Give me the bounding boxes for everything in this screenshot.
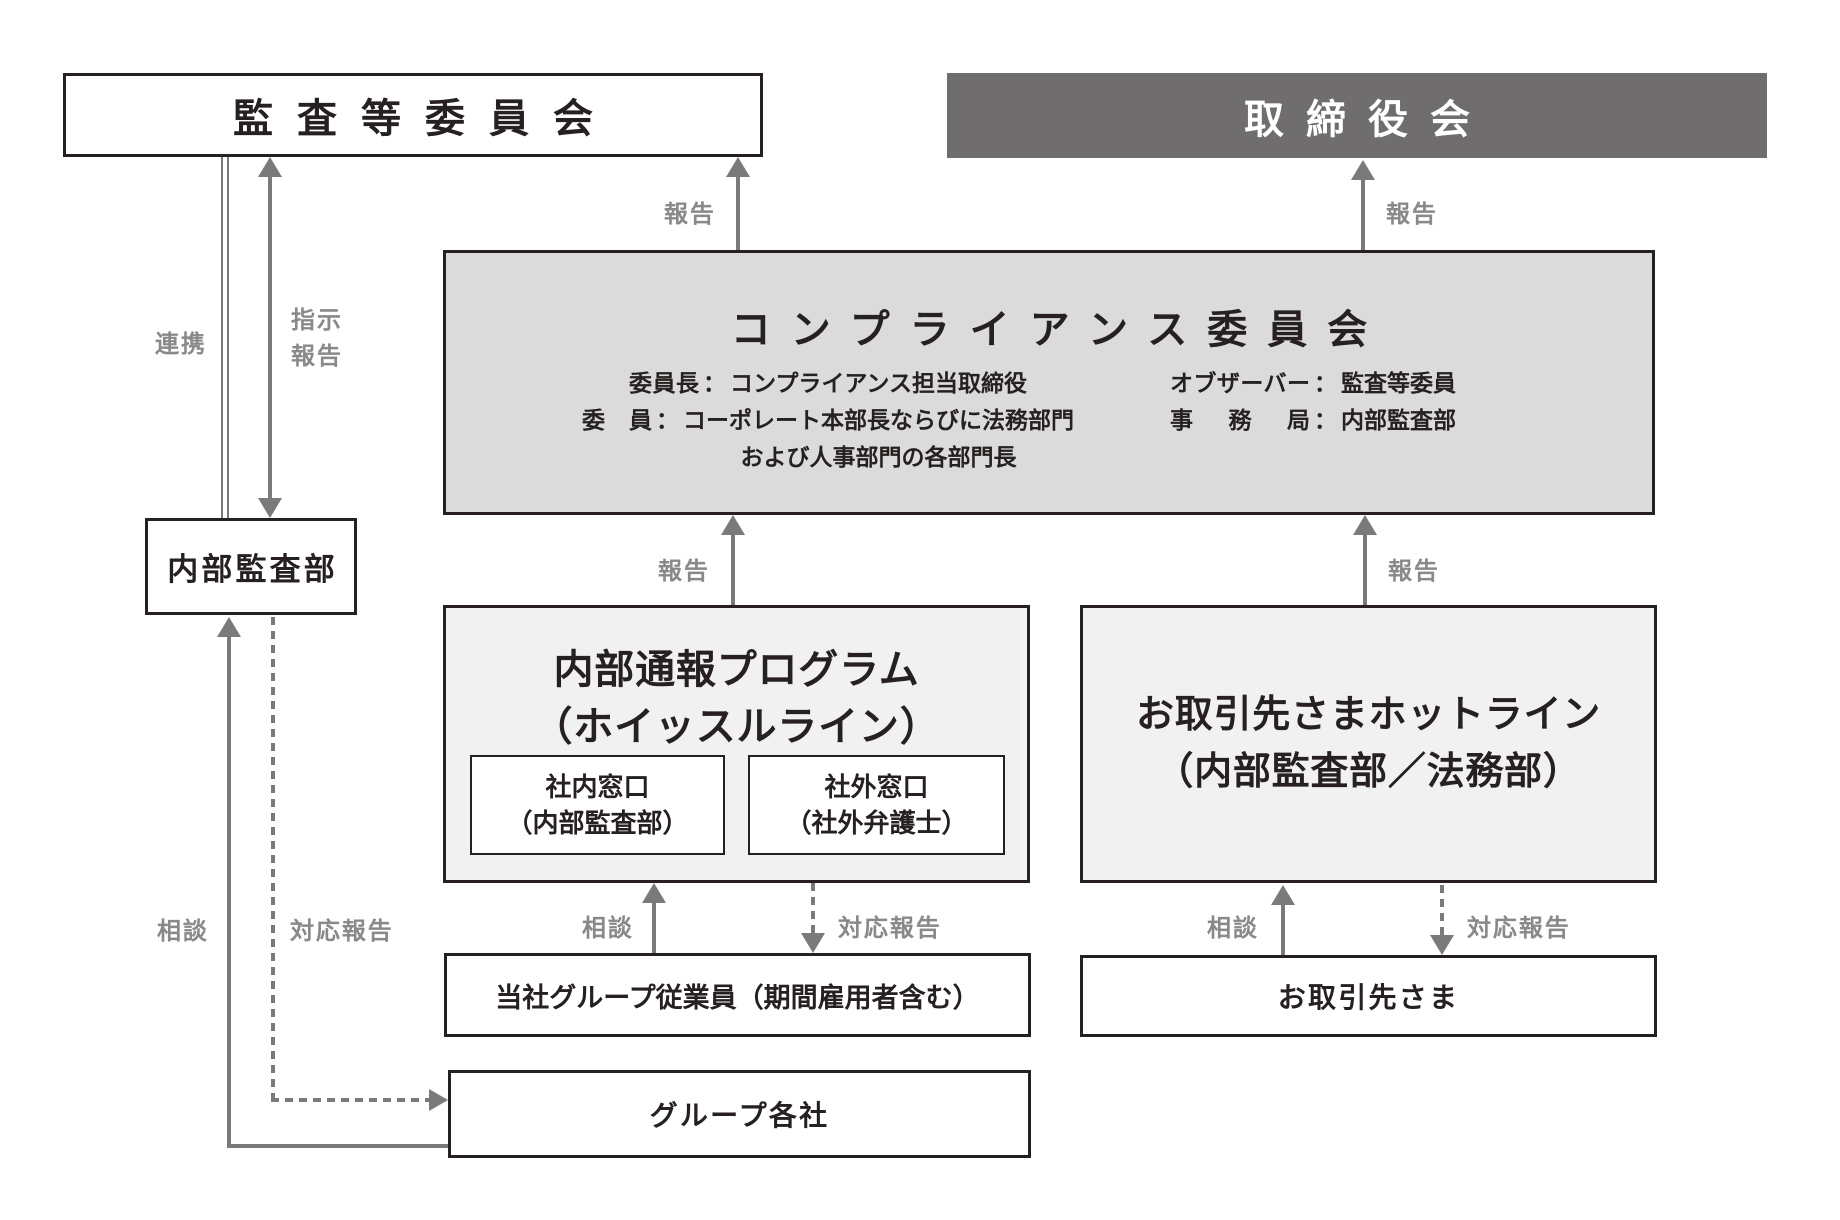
label-report-to-board: 報告 xyxy=(1386,201,1438,228)
edge-consult-partners-line xyxy=(1281,903,1285,955)
detail-label: 委員 xyxy=(582,407,652,433)
detail-colon: ： xyxy=(656,407,679,433)
compliance-members-line2: ：および人事部門の各部門長 xyxy=(582,439,1074,476)
group-employees-box: 当社グループ従業員（期間雇用者含む） xyxy=(444,953,1031,1037)
internal-audit-dept-label: 内部監査部 xyxy=(167,552,338,587)
compliance-chair-line: 委員長：コンプライアンス担当取締役 xyxy=(582,365,1074,402)
audit-committee-label: 監査等委員会 xyxy=(233,97,617,141)
edge-shiji-down-arrowhead xyxy=(258,498,282,518)
compliance-members-list: 委員長：コンプライアンス担当取締役 委員：コーポレート本部長ならびに法務部門 ：… xyxy=(582,365,1074,476)
internal-desk-line1: 社内窓口 xyxy=(545,772,650,802)
whistle-title-line2: （ホイッスルライン） xyxy=(532,705,941,749)
edge-response-employees-arrowhead xyxy=(801,933,825,953)
detail-value: コーポレート本部長ならびに法務部門 xyxy=(683,407,1074,433)
edge-response-partners-line xyxy=(1440,885,1444,937)
hotline-title-line1: お取引先さまホットライン xyxy=(1135,694,1602,736)
whistle-title-line1: 内部通報プログラム xyxy=(553,648,920,692)
edge-shiji-up-arrowhead xyxy=(258,157,282,177)
compliance-committee-box: コンプライアンス委員会 委員長：コンプライアンス担当取締役 委員：コーポレート本… xyxy=(443,250,1655,515)
group-employees-label: 当社グループ従業員（期間雇用者含む） xyxy=(495,982,980,1013)
detail-colon: ： xyxy=(1314,407,1337,433)
detail-colon: ： xyxy=(1314,370,1337,396)
edge-renkei-double-line xyxy=(221,157,229,518)
edge-response-group-arrowhead xyxy=(429,1089,448,1111)
external-contact-desk-box: 社外窓口 （社外弁護士） xyxy=(748,755,1005,855)
label-report-whistle: 報告 xyxy=(658,558,710,585)
board-of-directors-label: 取締役会 xyxy=(1244,97,1492,142)
group-companies-box: グループ各社 xyxy=(448,1070,1031,1158)
label-report-to-audit: 報告 xyxy=(664,201,716,228)
detail-value: 内部監査部 xyxy=(1341,407,1456,433)
edge-report-to-audit-line xyxy=(736,175,740,250)
edge-consult-employees-arrowhead xyxy=(642,883,666,903)
edge-report-to-audit-arrowhead xyxy=(726,157,750,177)
label-consult-partners: 相談 xyxy=(1207,915,1259,942)
compliance-observer-list: オブザーバー：監査等委員 事務局：内部監査部 xyxy=(1170,365,1456,439)
business-partners-label: お取引先さま xyxy=(1277,982,1460,1013)
internal-audit-dept-box: 内部監査部 xyxy=(145,518,357,615)
detail-value: および人事部門の各部門長 xyxy=(740,444,1017,470)
label-shiji-houkoku: 指示 報告 xyxy=(291,303,343,375)
label-shiji: 指示 xyxy=(291,307,343,334)
edge-response-group-vline xyxy=(271,617,275,1102)
label-consult-group: 相談 xyxy=(157,918,209,945)
label-response-group: 対応報告 xyxy=(290,918,394,945)
edge-report-hotline-line xyxy=(1363,533,1367,605)
edge-response-employees-line xyxy=(811,883,815,935)
partner-hotline-box: お取引先さまホットライン （内部監査部／法務部） xyxy=(1080,605,1657,883)
edge-report-to-board-arrowhead xyxy=(1351,160,1375,180)
board-of-directors-box: 取締役会 xyxy=(947,73,1767,158)
edge-consult-group-arrowhead xyxy=(217,617,241,637)
edge-report-whistle-arrowhead xyxy=(721,515,745,535)
compliance-members-line: 委員：コーポレート本部長ならびに法務部門 xyxy=(582,402,1074,439)
external-desk-line1: 社外窓口 xyxy=(824,772,929,802)
edge-response-group-hline xyxy=(271,1098,431,1102)
label-consult-employees: 相談 xyxy=(582,915,634,942)
whistle-line-program-title: 内部通報プログラム （ホイッスルライン） xyxy=(446,642,1027,756)
edge-consult-employees-line xyxy=(652,901,656,953)
edge-report-to-board-line xyxy=(1361,178,1365,250)
label-renkei: 連携 xyxy=(155,331,207,358)
edge-report-hotline-arrowhead xyxy=(1353,515,1377,535)
edge-consult-group-hline xyxy=(227,1144,448,1148)
detail-colon: ： xyxy=(703,370,727,396)
internal-contact-desk-box: 社内窓口 （内部監査部） xyxy=(470,755,725,855)
edge-shiji-houkoku-line xyxy=(268,175,272,500)
label-response-employees: 対応報告 xyxy=(838,915,942,942)
edge-report-whistle-line xyxy=(731,533,735,605)
detail-label: オブザーバー xyxy=(1170,370,1310,396)
internal-desk-line2: （内部監査部） xyxy=(506,808,689,838)
group-companies-label: グループ各社 xyxy=(649,1100,830,1131)
business-partners-box: お取引先さま xyxy=(1080,955,1657,1037)
hotline-title-line2: （内部監査部／法務部） xyxy=(1155,751,1582,793)
compliance-committee-title: コンプライアンス委員会 xyxy=(730,308,1388,352)
label-report-hotline: 報告 xyxy=(1388,558,1440,585)
edge-response-partners-arrowhead xyxy=(1430,935,1454,955)
label-response-partners: 対応報告 xyxy=(1467,915,1571,942)
detail-value: 監査等委員 xyxy=(1341,370,1456,396)
external-desk-line2: （社外弁護士） xyxy=(785,808,968,838)
detail-label: 委員長 xyxy=(629,370,700,396)
compliance-secretariat-line: 事務局：内部監査部 xyxy=(1170,402,1456,439)
compliance-observer-line: オブザーバー：監査等委員 xyxy=(1170,365,1456,402)
audit-committee-box: 監査等委員会 xyxy=(63,73,763,157)
label-houkoku: 報告 xyxy=(291,343,343,370)
detail-value: コンプライアンス担当取締役 xyxy=(730,370,1027,396)
detail-label: 事務局 xyxy=(1170,407,1310,433)
edge-consult-group-vline xyxy=(227,635,231,1148)
edge-consult-partners-arrowhead xyxy=(1271,885,1295,905)
